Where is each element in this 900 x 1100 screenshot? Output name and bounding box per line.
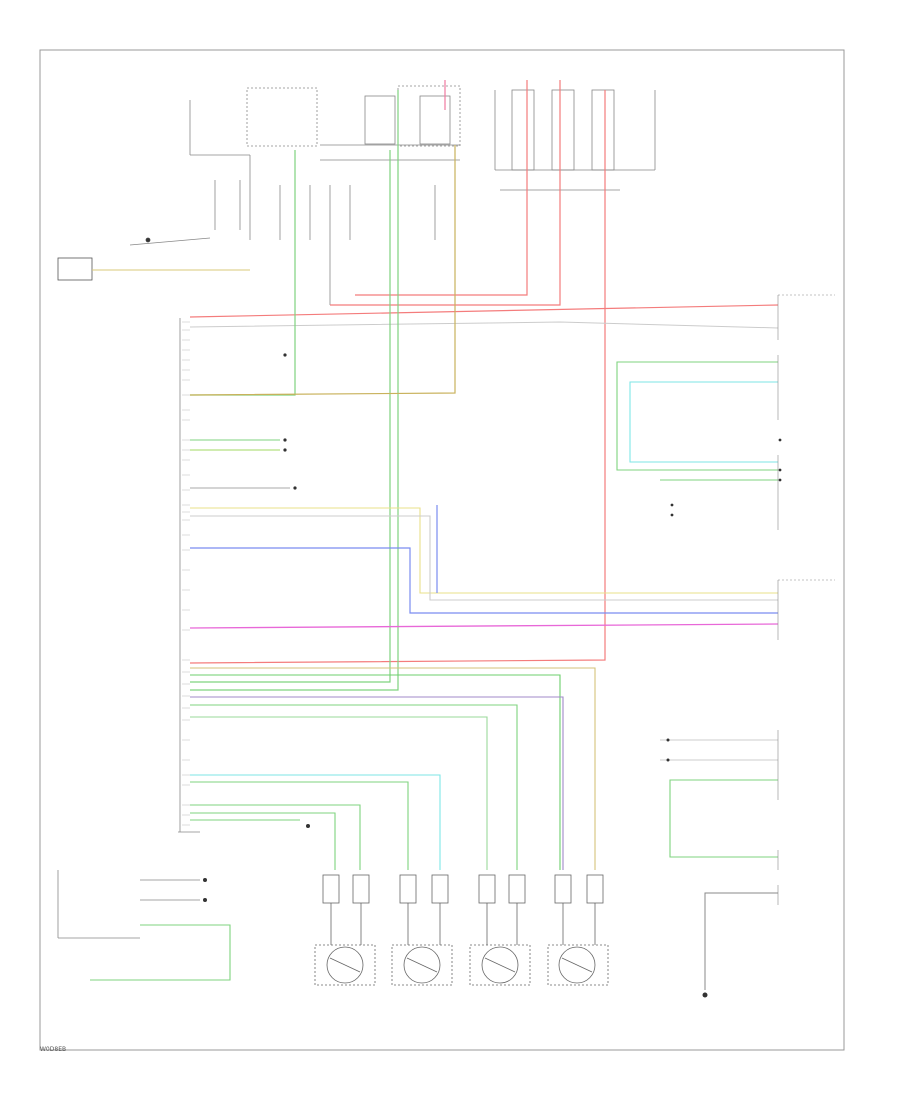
wire-green-rr-1	[190, 781, 409, 870]
wire-tan-lf	[190, 667, 596, 870]
wheel-sensor-left-front	[314, 874, 376, 986]
abs-module-column	[178, 318, 200, 833]
left-lamp-box	[57, 237, 250, 281]
ground-point-820	[306, 824, 310, 828]
wire-grey-bus	[190, 515, 778, 601]
wire-green-rr-2	[190, 804, 361, 870]
connector-dots	[146, 238, 782, 517]
right-connector-group	[777, 294, 835, 905]
wire-magenta-bus	[189, 623, 779, 629]
wire-purple	[190, 696, 564, 870]
bottom-left-module	[57, 870, 200, 939]
wire-yellow-bus	[190, 507, 778, 594]
wire-cyan-right	[629, 381, 778, 463]
wire-green-rr-3	[190, 812, 336, 870]
ground-right	[702, 992, 708, 998]
wire-green-3	[190, 90, 399, 691]
wire-red-right-vertical	[189, 90, 606, 664]
wire-cyan-rr-1	[190, 774, 441, 870]
wire-green-bottom-left	[90, 924, 231, 981]
abs-pin-ticks	[182, 321, 190, 826]
wire-green-1	[190, 150, 296, 396]
right-lower-module	[669, 779, 778, 858]
wire-ground-right	[704, 892, 778, 990]
wire-green-lr	[190, 716, 488, 870]
wire-red-main	[189, 304, 779, 318]
connector-bl-2	[203, 898, 207, 902]
wire-red-top-2	[355, 80, 528, 296]
wire-green-right	[616, 361, 778, 471]
diagram-footer-code: W0D8EB	[40, 1046, 67, 1053]
diagram-border	[39, 49, 845, 1051]
wire-green-lf	[190, 674, 561, 870]
wire-grey	[189, 321, 779, 329]
wire-green-rf	[190, 704, 518, 870]
connector-740	[666, 738, 670, 742]
wheel-sensor-left-rear	[469, 874, 531, 986]
connector-760	[666, 758, 670, 762]
top-switch-block-left	[189, 85, 461, 305]
top-switch-block-right	[494, 89, 656, 191]
wheel-sensor-right-rear	[547, 874, 609, 986]
connector-bl-1	[203, 878, 207, 882]
wheel-sensor-right-front	[391, 874, 453, 986]
wire-blue-bus	[190, 547, 778, 614]
wire-green-2	[190, 150, 391, 683]
wire-red-top-1	[330, 80, 561, 306]
wire-olive	[189, 145, 456, 396]
